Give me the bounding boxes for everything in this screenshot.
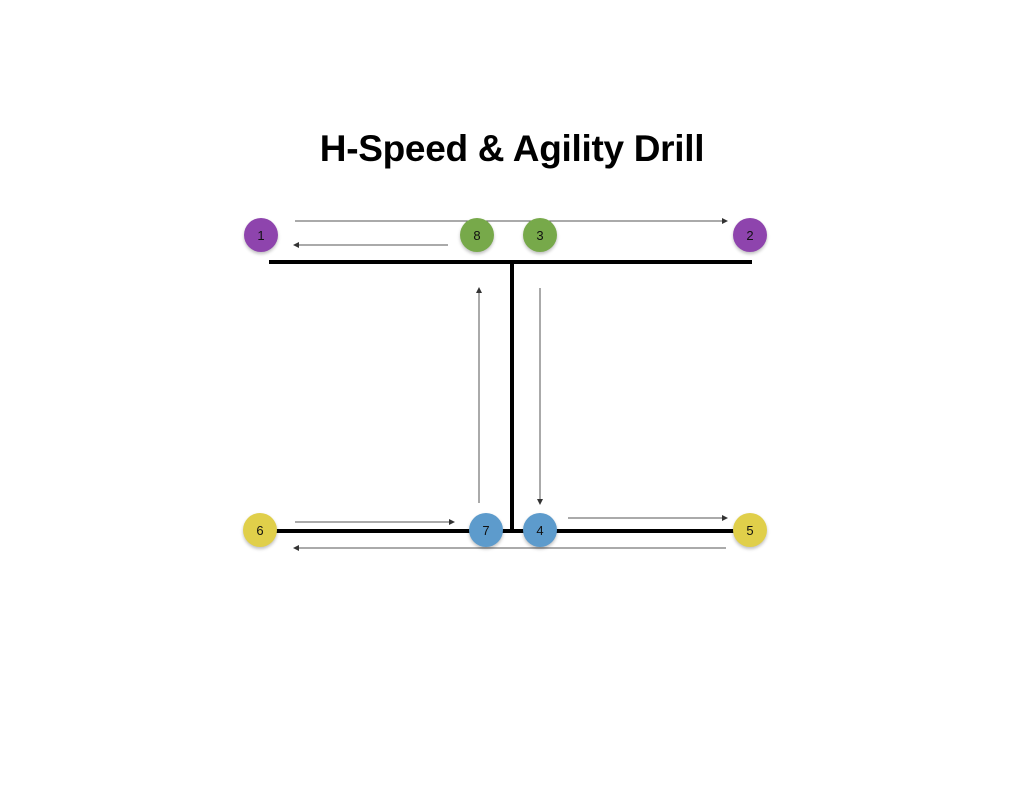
cone-marker-3: 3	[523, 218, 557, 252]
cone-marker-4: 4	[523, 513, 557, 547]
h-structure	[269, 260, 752, 533]
movement-arrows	[293, 218, 728, 551]
cone-marker-7: 7	[469, 513, 503, 547]
cone-marker-8: 8	[460, 218, 494, 252]
cone-marker-1: 1	[244, 218, 278, 252]
cone-marker-6: 6	[243, 513, 277, 547]
cone-marker-2: 2	[733, 218, 767, 252]
diagram-title: H-Speed & Agility Drill	[319, 128, 705, 169]
cone-marker-5: 5	[733, 513, 767, 547]
